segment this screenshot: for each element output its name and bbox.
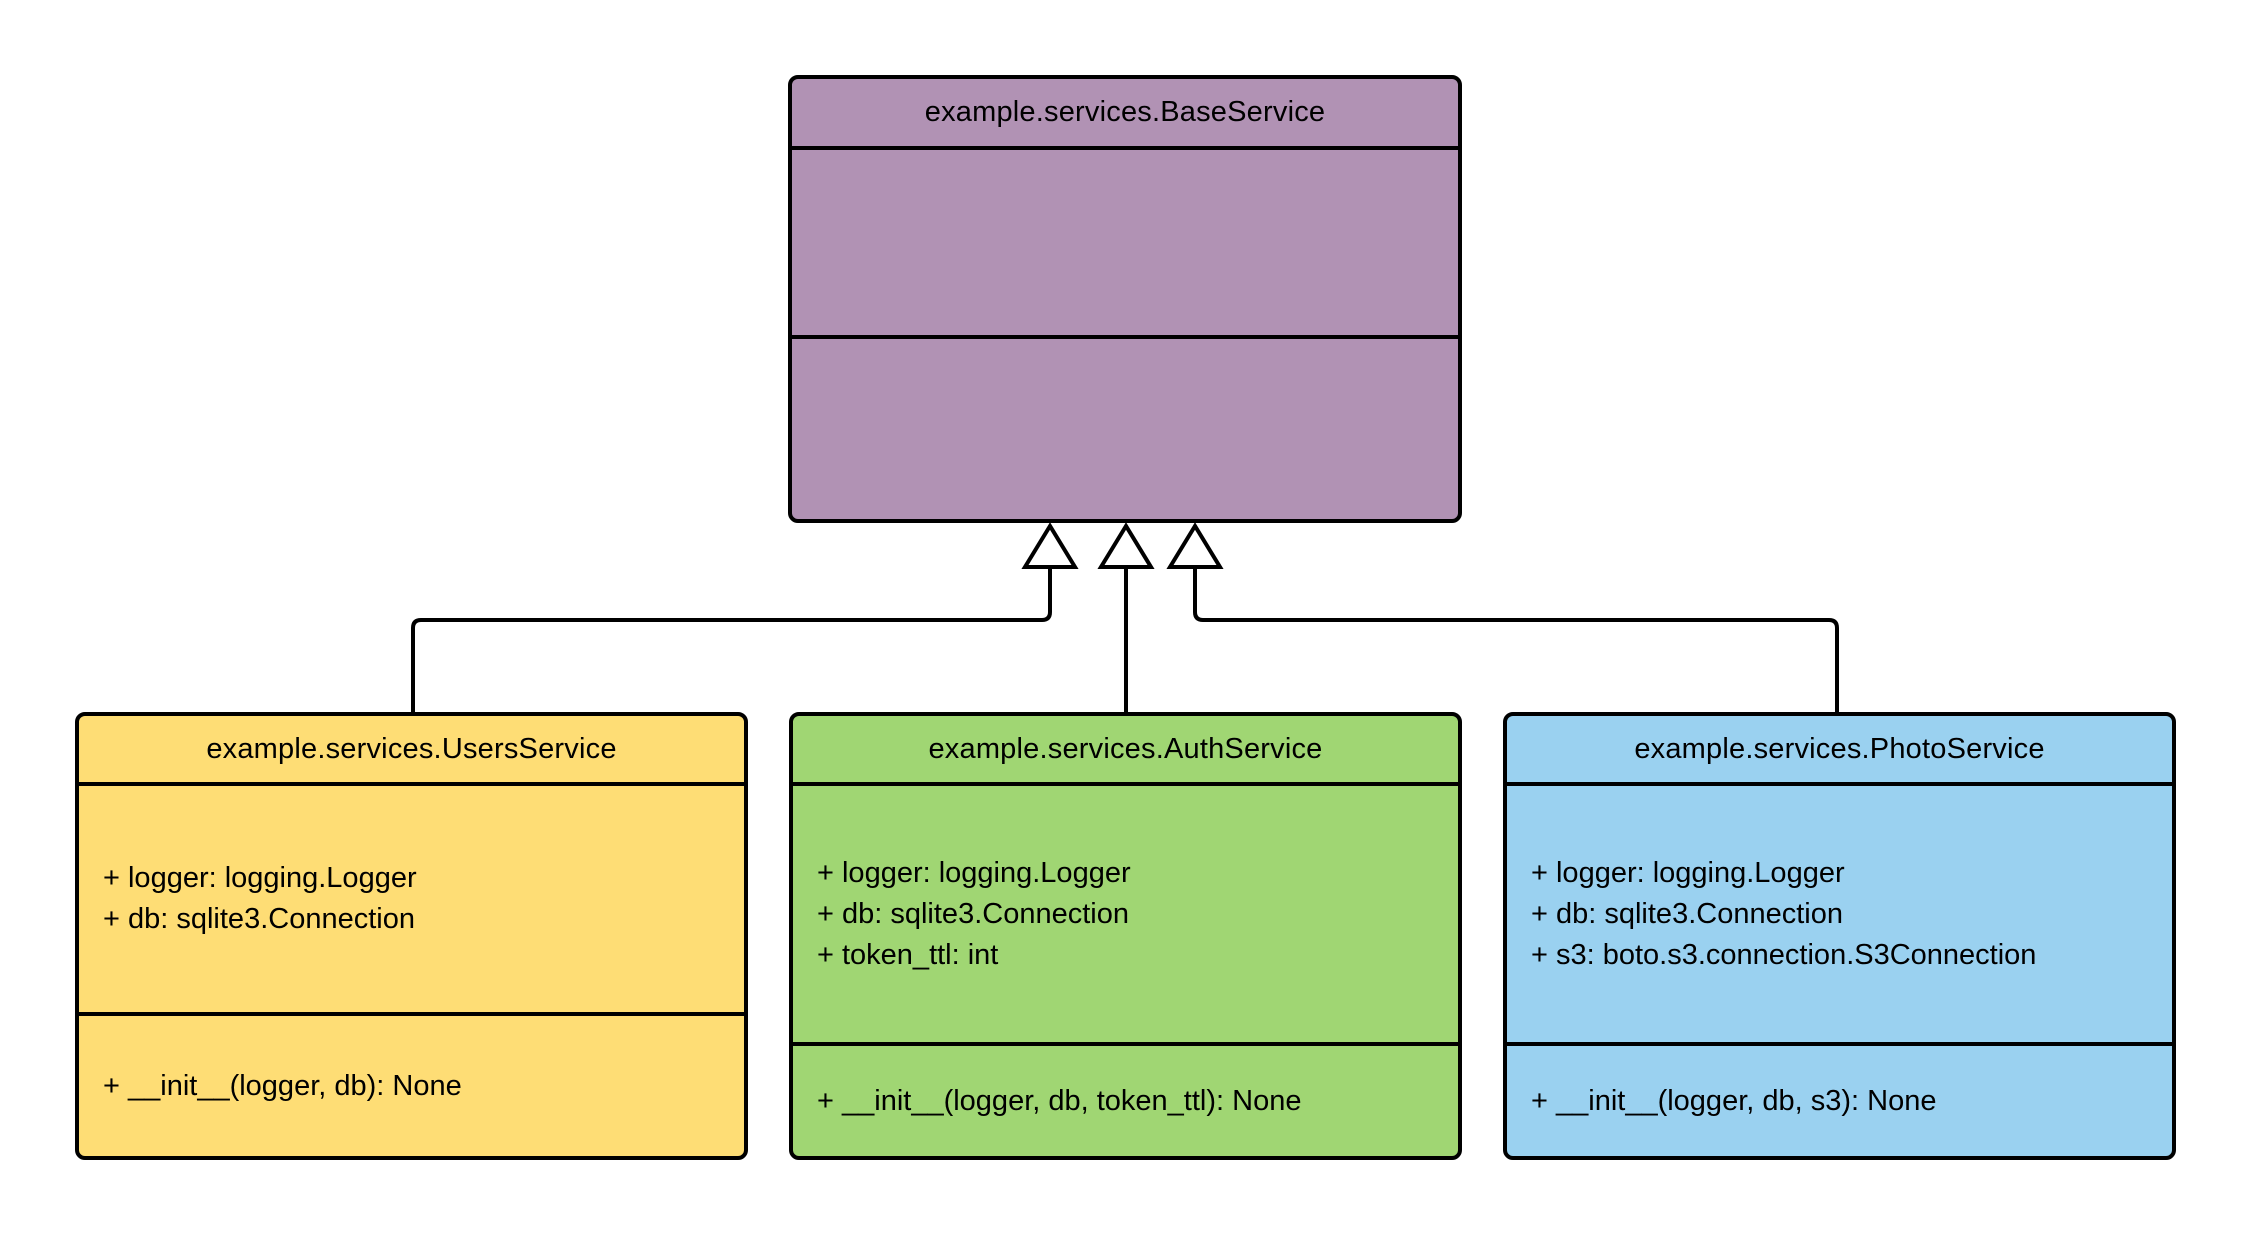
attribute-line: + logger: logging.Logger xyxy=(1531,856,1845,889)
inheritance-arrowhead-icon xyxy=(1097,522,1155,569)
attribute-line: + logger: logging.Logger xyxy=(817,856,1131,889)
class-title: example.services.BaseService xyxy=(924,96,1326,128)
class-attributes-section: + logger: logging.Logger + db: sqlite3.C… xyxy=(79,782,744,1012)
inheritance-arrowhead-icon xyxy=(1021,522,1079,569)
class-methods-section: + __init__(logger, db): None xyxy=(79,1012,744,1156)
attribute-line: + s3: boto.s3.connection.S3Connection xyxy=(1531,938,2037,971)
inheritance-connector-line xyxy=(1193,567,1839,712)
inheritance-arrowhead-icon xyxy=(1166,522,1224,569)
class-methods-section: + __init__(logger, db, s3): None xyxy=(1507,1042,2172,1156)
attribute-line: + token_ttl: int xyxy=(817,938,999,971)
attribute-line: + logger: logging.Logger xyxy=(103,862,417,894)
class-methods-section xyxy=(792,335,1458,519)
attribute-line: + db: sqlite3.Connection xyxy=(817,897,1129,930)
class-box-auth-service: example.services.AuthService + logger: l… xyxy=(789,712,1462,1160)
class-box-photo-service: example.services.PhotoService + logger: … xyxy=(1503,712,2176,1160)
class-box-users-service: example.services.UsersService + logger: … xyxy=(75,712,748,1160)
class-attributes-section xyxy=(792,146,1458,335)
class-box-base-service: example.services.BaseService xyxy=(788,75,1462,523)
class-attributes-section: + logger: logging.Logger + db: sqlite3.C… xyxy=(1507,782,2172,1042)
attribute-line: + db: sqlite3.Connection xyxy=(1531,897,1843,930)
method-line: + __init__(logger, db, s3): None xyxy=(1531,1084,1937,1117)
class-methods-section: + __init__(logger, db, token_ttl): None xyxy=(793,1042,1458,1156)
method-line: + __init__(logger, db): None xyxy=(103,1069,462,1102)
class-attributes-section: + logger: logging.Logger + db: sqlite3.C… xyxy=(793,782,1458,1042)
method-line: + __init__(logger, db, token_ttl): None xyxy=(817,1084,1302,1117)
class-title: example.services.AuthService xyxy=(928,732,1323,765)
attribute-line: + db: sqlite3.Connection xyxy=(103,903,415,935)
class-title: example.services.PhotoService xyxy=(1634,732,2045,765)
inheritance-connector-line xyxy=(411,567,1052,712)
class-title: example.services.UsersService xyxy=(206,732,617,765)
